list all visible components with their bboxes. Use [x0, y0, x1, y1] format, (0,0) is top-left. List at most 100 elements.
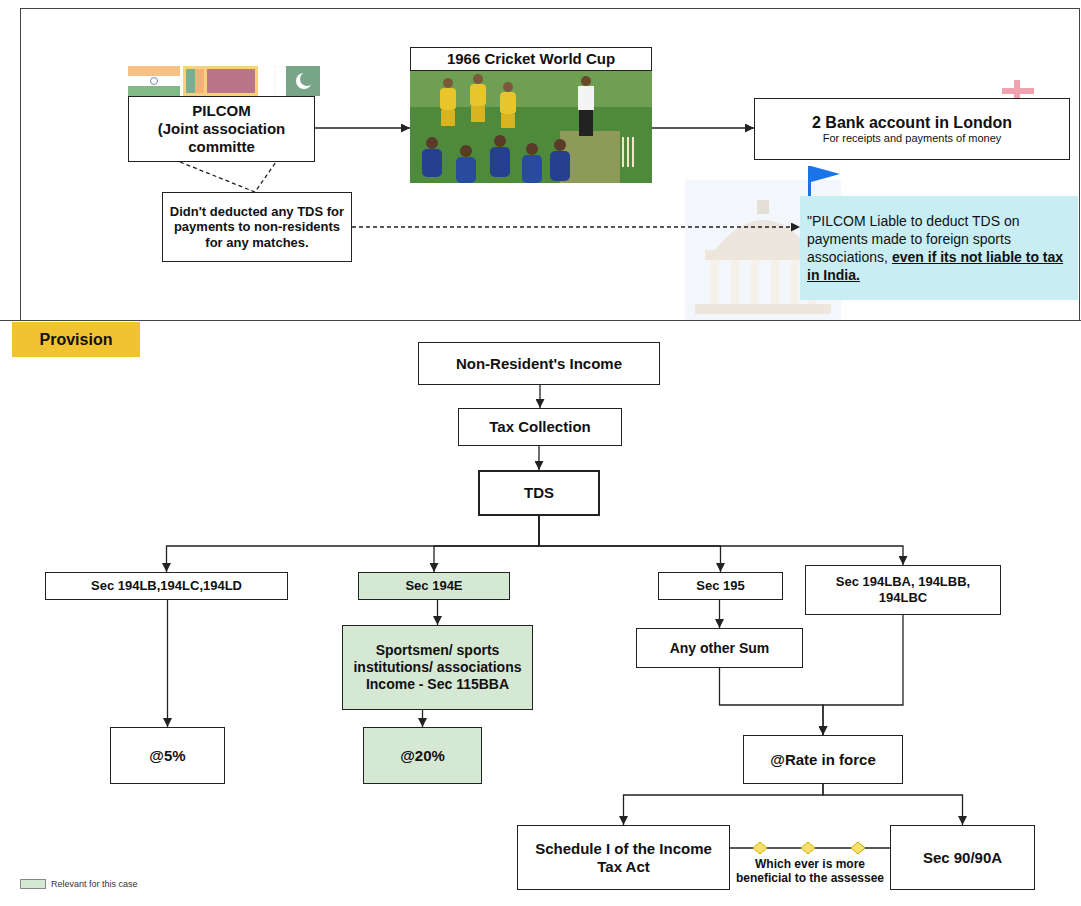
cricket-photo [627, 137, 629, 167]
rate-box: @5% [110, 727, 225, 784]
box-label: Sec 195 [665, 578, 776, 594]
panel-frame [21, 9, 1080, 321]
connector [180, 162, 276, 192]
process-box: TDS [478, 470, 600, 516]
flag-icon [808, 166, 811, 196]
cricket-photo [441, 110, 455, 126]
ruling-box: "PILCOM Liable to deduct TDS on payments… [800, 196, 1078, 300]
connector [539, 516, 903, 565]
rate-box: @20% [363, 727, 482, 784]
box-label: 2 Bank account in London [761, 113, 1063, 132]
connector [167, 516, 540, 572]
cricket-photo [554, 139, 566, 151]
account-box: 2 Bank account in LondonFor receipts and… [754, 98, 1070, 160]
box-label: PILCOM [135, 102, 308, 120]
diamond-marks [851, 842, 865, 854]
court-picture [711, 260, 719, 304]
connector [720, 668, 824, 735]
box-label: TDS [486, 484, 592, 502]
diamond-marks [745, 840, 875, 856]
cricket-photo [500, 92, 516, 114]
box-label: Sec 194LBA, 194LBB, 194LBC [812, 574, 994, 605]
diamond-marks [753, 842, 767, 854]
box-content: @Rate in force [750, 751, 896, 769]
cricket-photo [470, 84, 486, 106]
connector [539, 385, 540, 408]
flag-icon [811, 166, 840, 182]
event-box: 1966 Cricket World Cup [410, 47, 652, 183]
flags [128, 76, 180, 86]
box-label: Sec 194E [365, 578, 503, 594]
cricket-photo [490, 147, 510, 177]
box-content: PILCOM(Joint association committe [135, 102, 308, 156]
box-content: Sec 194E [365, 578, 503, 594]
box-content: @20% [370, 747, 475, 765]
box-content: Provision [18, 330, 134, 349]
flags [128, 66, 320, 96]
box-content: 2 Bank account in LondonFor receipts and… [761, 113, 1063, 145]
box-content: 1966 Cricket World Cup [410, 47, 652, 71]
flags [286, 66, 320, 96]
flags [186, 69, 195, 93]
court-picture [791, 260, 799, 304]
flag-icon [804, 164, 844, 196]
diamond-marks [801, 842, 815, 854]
box-label: Sec 194LB,194LC,194LD [52, 578, 281, 594]
process-box: Non-Resident's Income [418, 342, 660, 385]
note-box: Didn't deducted any TDS for payments to … [162, 192, 352, 262]
cricket-photo [410, 71, 652, 183]
cricket-photo [410, 71, 652, 183]
box-content: Sec 194LB,194LC,194LD [52, 578, 281, 594]
box-content: Sportsmen/ sports institutions/ associat… [349, 642, 526, 692]
flags [207, 69, 255, 93]
cricket-photo [503, 82, 513, 92]
committee-box: PILCOM(Joint association committe [128, 96, 315, 162]
box-content: Sec 194LBA, 194LBB, 194LBC [812, 574, 994, 605]
cricket-photo [443, 78, 453, 88]
flags [128, 86, 180, 96]
flags [275, 66, 286, 96]
flags [183, 66, 258, 96]
cricket-photo [440, 88, 456, 110]
flags [151, 78, 158, 85]
flags [195, 69, 204, 93]
box-content: Sec 195 [665, 578, 776, 594]
box-content: @5% [117, 747, 218, 765]
process-box: Tax Collection [458, 408, 622, 446]
court-picture [757, 200, 769, 214]
cricket-photo [473, 74, 483, 84]
cricket-photo [550, 151, 570, 181]
box-label: Non-Resident's Income [425, 355, 653, 373]
income-box: Any other Sum [636, 628, 803, 668]
legend-row: Relevant for this case [20, 879, 138, 889]
box-content: Schedule I of the Income Tax Act [524, 840, 723, 876]
cricket-photo [526, 143, 538, 155]
box-label: Didn't deducted any TDS for payments to … [169, 204, 345, 251]
panel-frame [0, 320, 1081, 321]
court-picture [751, 260, 759, 304]
connector [315, 127, 410, 128]
income-box: Sportsmen/ sports institutions/ associat… [342, 625, 533, 710]
connector [167, 600, 168, 727]
box-label: Sportsmen/ sports institutions/ associat… [349, 642, 526, 692]
connector [437, 600, 438, 625]
cricket-photo [579, 110, 593, 136]
connector [538, 446, 539, 470]
connector [823, 615, 903, 735]
section-tab: Provision [12, 322, 140, 357]
flags [300, 72, 314, 86]
box-content: Didn't deducted any TDS for payments to … [169, 204, 345, 251]
rate-box: @Rate in force [743, 735, 903, 784]
box-label: @5% [117, 747, 218, 765]
cricket-photo [522, 155, 542, 183]
cricket-photo [471, 106, 485, 122]
box-label: 1966 Cricket World Cup [447, 50, 615, 68]
connector [434, 516, 539, 572]
schedule-box: Schedule I of the Income Tax Act [517, 825, 730, 890]
cricket-photo [632, 137, 634, 167]
connector [719, 600, 720, 628]
connector [624, 784, 824, 825]
section-box: Sec 194LB,194LC,194LD [45, 572, 288, 600]
court-picture [771, 260, 779, 304]
connector [352, 226, 800, 227]
